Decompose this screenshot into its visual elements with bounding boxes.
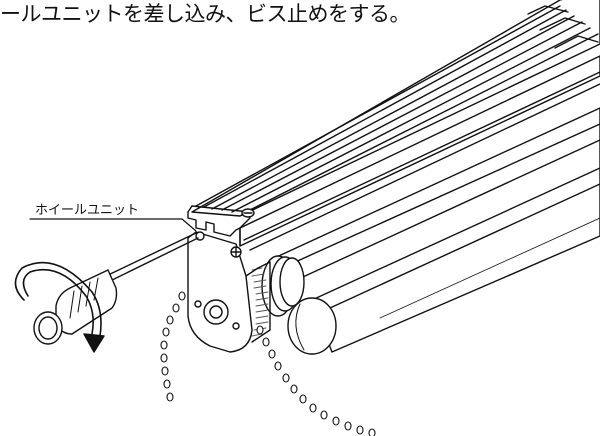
screwdriver [33, 232, 199, 345]
instruction-text: ールユニットを差し込み、ビス止めをする。 [0, 2, 411, 26]
head-rail [187, 0, 600, 251]
bead-chain [160, 291, 376, 436]
rotation-arrow-icon [14, 261, 105, 353]
wheel-unit-bracket [187, 231, 271, 353]
callout-leader [29, 218, 197, 232]
wheel-unit-label: ホイールユニット [35, 203, 140, 218]
